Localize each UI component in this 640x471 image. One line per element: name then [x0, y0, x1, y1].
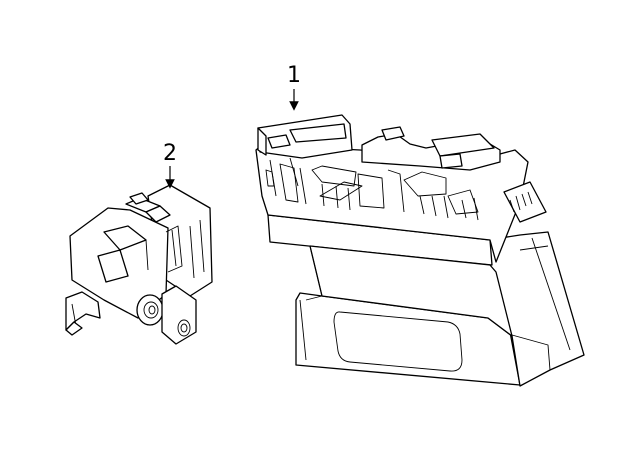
- side-terminal: [161, 285, 197, 345]
- grommet: [136, 294, 164, 326]
- relay-connector-part-2: [65, 184, 213, 345]
- tray-window: [333, 311, 463, 372]
- callout-1: 1: [287, 63, 301, 111]
- junction-box-part-1: [255, 114, 585, 387]
- callout-label-1: 1: [287, 63, 301, 88]
- callout-2: 2: [163, 141, 177, 189]
- callout-label-2: 2: [163, 141, 177, 166]
- fuse-slots: [265, 157, 479, 221]
